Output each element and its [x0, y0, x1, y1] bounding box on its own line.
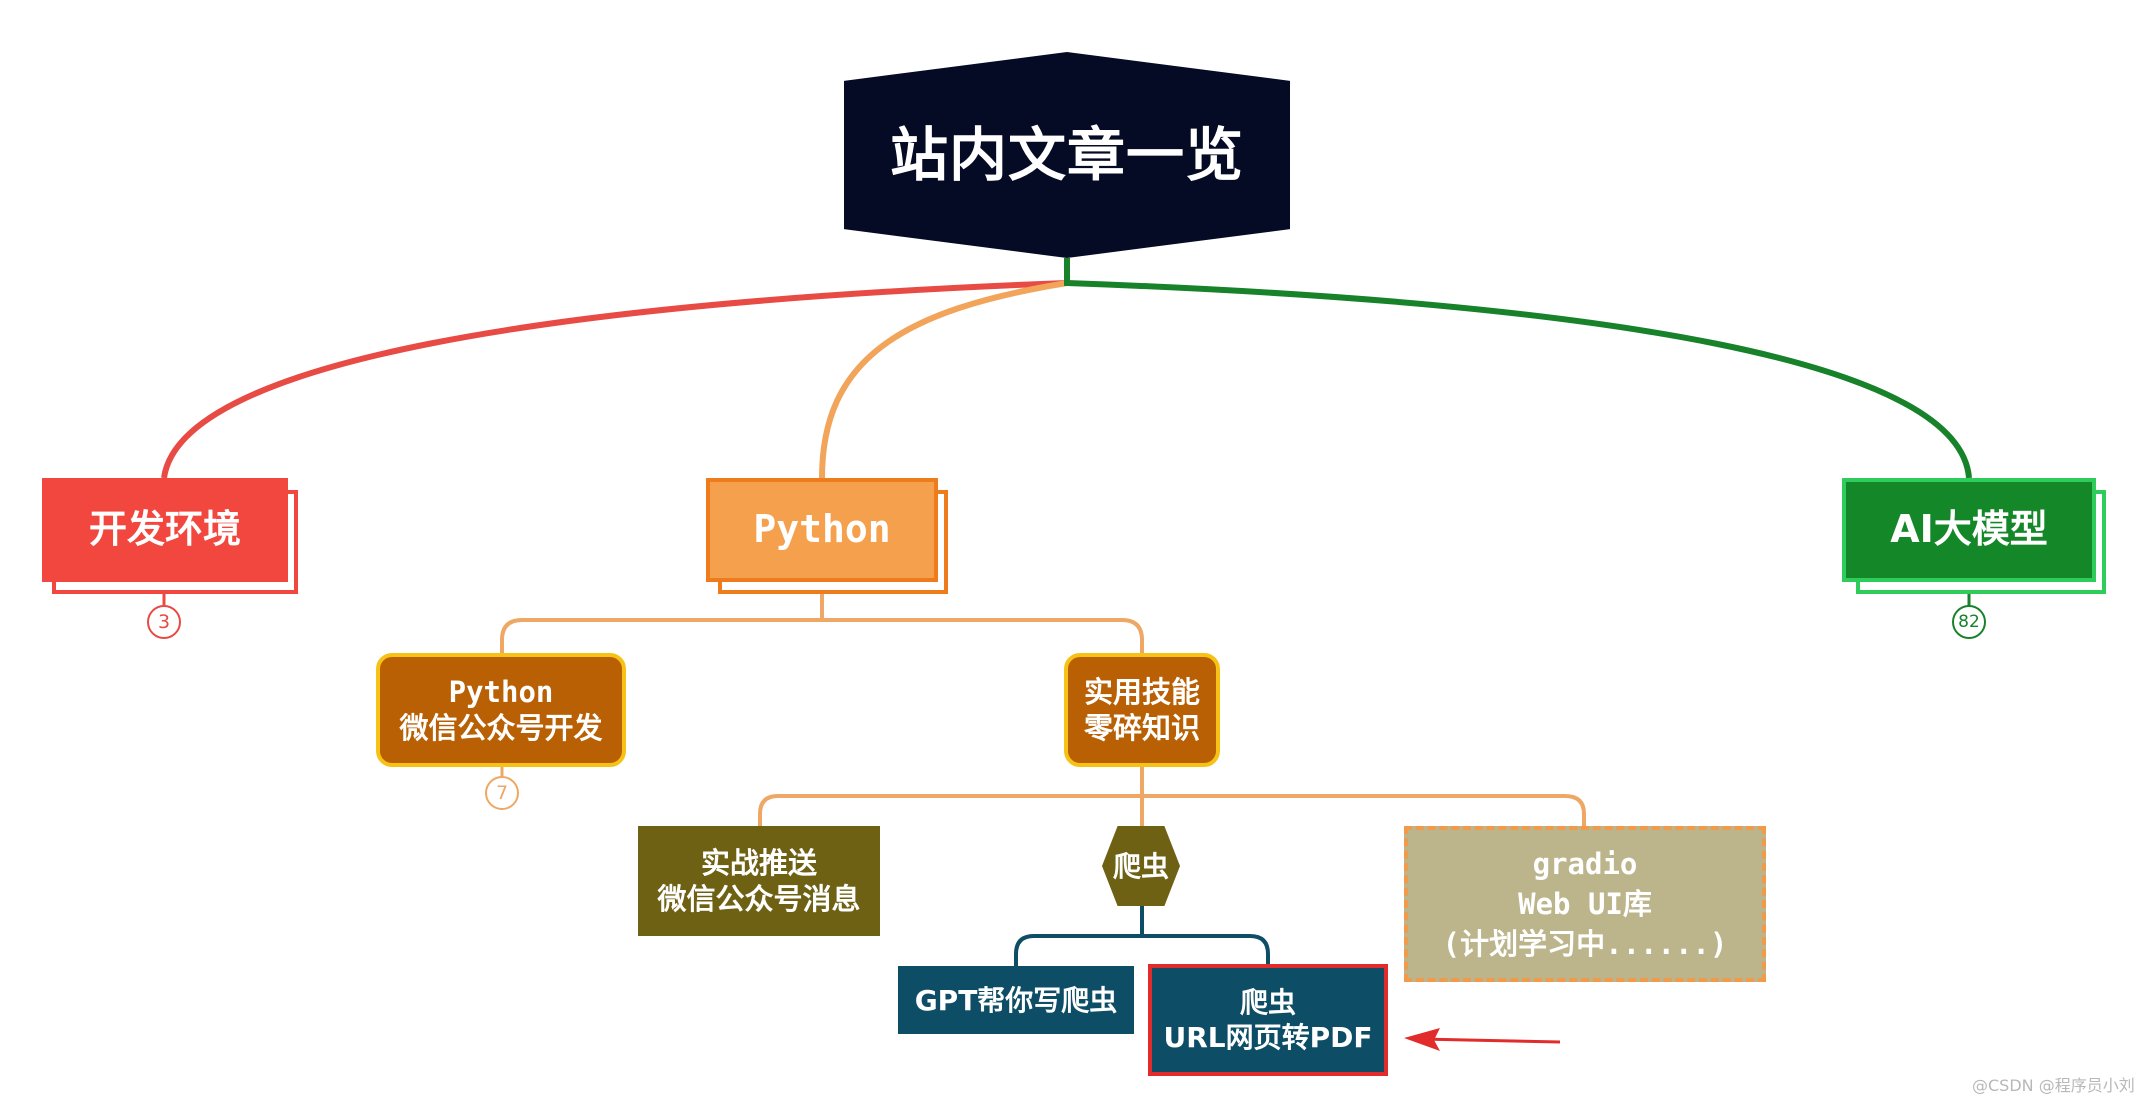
wechat-dev-count: 7 — [495, 782, 509, 804]
python-label: Python — [753, 507, 891, 552]
dev-env-node[interactable]: 开发环境 — [42, 478, 288, 582]
dev-env-count: 3 — [157, 611, 171, 633]
gpt-crawler-node[interactable]: GPT帮你写爬虫 — [898, 966, 1134, 1034]
url-to-pdf-node[interactable]: 爬虫 URL网页转PDF — [1148, 964, 1388, 1076]
root-node[interactable]: 站内文章一览 — [844, 52, 1290, 258]
wechat-dev-line-1: Python — [448, 674, 554, 709]
push-message-line-2: 微信公众号消息 — [657, 882, 861, 916]
dev-env-count-badge[interactable]: 3 — [147, 605, 181, 639]
wechat-dev-line-2: 微信公众号开发 — [399, 711, 603, 745]
connector-crawler-children — [1014, 906, 1270, 966]
gradio-line-2: Web UI库 — [1518, 886, 1652, 921]
push-message-line-1: 实战推送 — [700, 845, 817, 880]
url-to-pdf-line-1: 爬虫 — [1239, 986, 1296, 1019]
connector-root-ai-models — [1064, 258, 1972, 479]
dev-env-label: 开发环境 — [88, 507, 241, 552]
url-to-pdf-line-2: URL网页转PDF — [1163, 1021, 1373, 1054]
gradio-line-1: gradio — [1532, 846, 1638, 881]
wechat-dev-node[interactable]: Python 微信公众号开发 — [376, 653, 626, 767]
practical-skills-node[interactable]: 实用技能 零碎知识 — [1064, 653, 1220, 767]
watermark: @CSDN @程序员小刘 — [1972, 1076, 2134, 1095]
crawler-label: 爬虫 — [1112, 849, 1169, 883]
root-title: 站内文章一览 — [889, 120, 1244, 189]
gradio-node[interactable]: gradio Web UI库 (计划学习中......) — [1404, 826, 1766, 982]
connector-root-dev-env — [161, 280, 1068, 479]
wechat-dev-count-badge[interactable]: 7 — [485, 776, 519, 810]
push-message-node[interactable]: 实战推送 微信公众号消息 — [638, 826, 880, 936]
crawler-node[interactable]: 爬虫 — [1102, 826, 1180, 906]
ai-models-label: AI大模型 — [1890, 507, 2048, 552]
python-node[interactable]: Python — [706, 478, 938, 582]
gpt-crawler-label: GPT帮你写爬虫 — [914, 983, 1118, 1017]
practical-skills-line-1: 实用技能 — [1083, 674, 1200, 709]
gradio-line-3: (计划学习中......) — [1442, 927, 1728, 961]
ai-models-count-badge[interactable]: 82 — [1952, 605, 1986, 639]
connector-practical-children — [758, 766, 1586, 828]
practical-skills-line-2: 零碎知识 — [1083, 711, 1200, 745]
red-arrow-icon — [1404, 1028, 1561, 1051]
connector-root-python — [819, 280, 1068, 479]
ai-models-count: 82 — [1958, 612, 1980, 632]
ai-models-node[interactable]: AI大模型 — [1842, 478, 2096, 582]
